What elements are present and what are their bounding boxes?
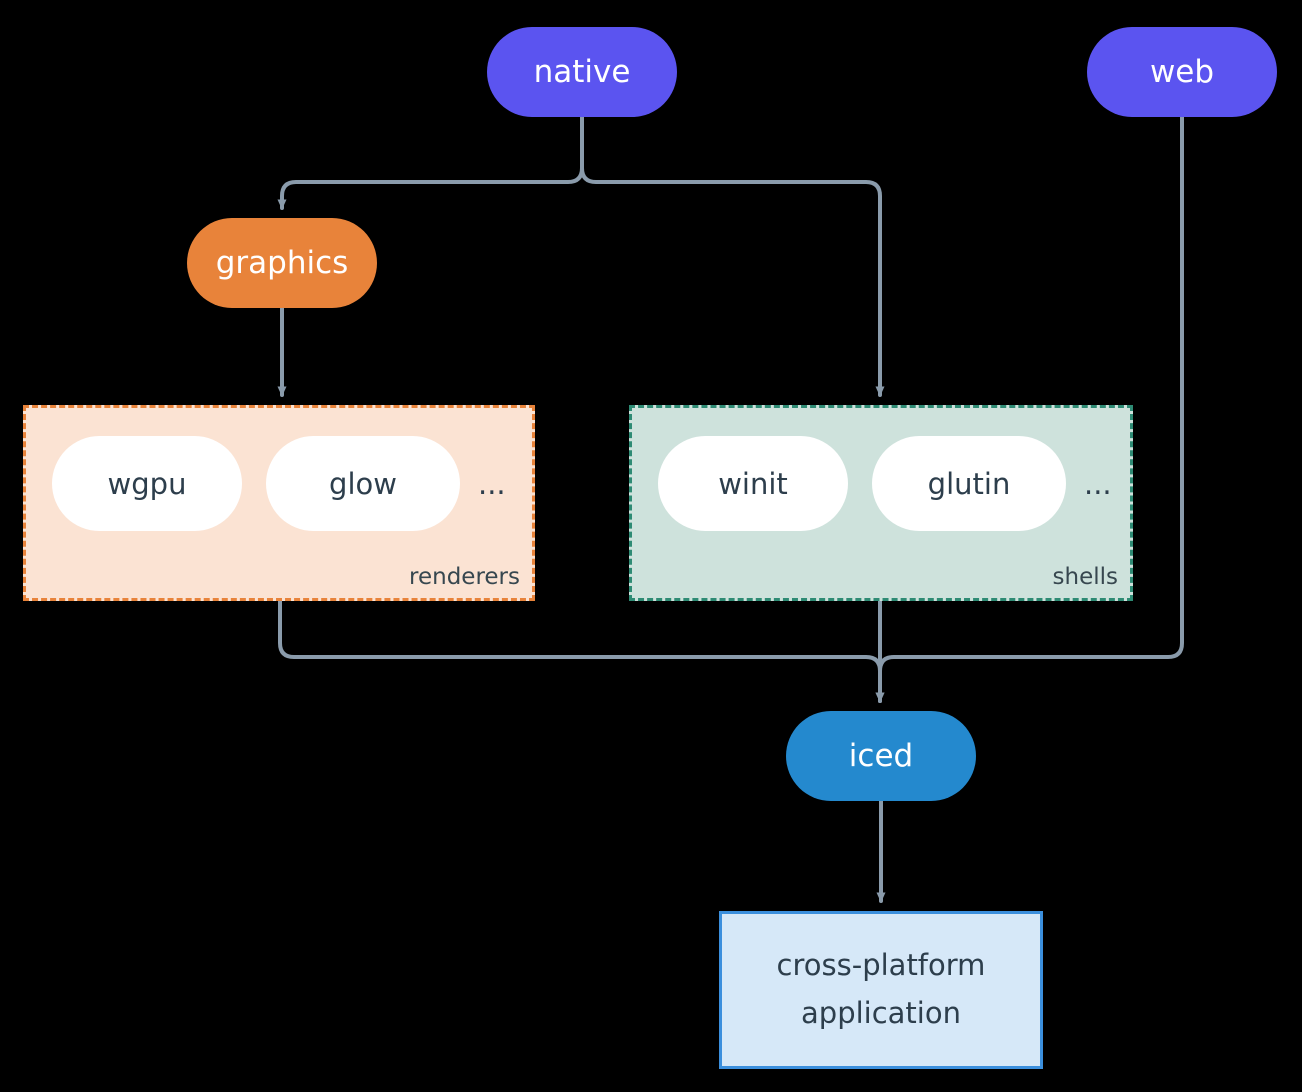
shell-item-glutin-label: glutin xyxy=(927,466,1011,501)
group-shells-label: shells xyxy=(1052,564,1118,590)
node-native[interactable]: native xyxy=(487,27,677,117)
shell-item-glutin[interactable]: glutin xyxy=(872,436,1066,531)
node-native-label: native xyxy=(533,53,631,90)
node-web-label: web xyxy=(1149,53,1215,90)
node-graphics[interactable]: graphics xyxy=(187,218,377,308)
edge-native-to-graphics xyxy=(277,115,584,210)
renderer-item-glow[interactable]: glow xyxy=(266,436,460,531)
renderer-item-glow-label: glow xyxy=(329,466,397,501)
node-cross-platform-application[interactable]: cross-platform application xyxy=(719,911,1043,1069)
group-shells: winit glutin ... shells xyxy=(629,405,1133,601)
application-label-line-2: application xyxy=(801,996,961,1030)
renderer-item-wgpu[interactable]: wgpu xyxy=(52,436,242,531)
shell-item-winit[interactable]: winit xyxy=(658,436,848,531)
renderers-ellipsis: ... xyxy=(478,466,506,501)
node-iced-label: iced xyxy=(848,737,914,774)
group-renderers-label: renderers xyxy=(409,564,520,590)
group-renderers: wgpu glow ... renderers xyxy=(23,405,535,601)
shells-ellipsis: ... xyxy=(1084,466,1112,501)
node-iced[interactable]: iced xyxy=(786,711,976,801)
node-graphics-label: graphics xyxy=(215,244,349,281)
renderer-item-wgpu-label: wgpu xyxy=(107,466,187,501)
shell-item-winit-label: winit xyxy=(718,466,788,501)
node-web[interactable]: web xyxy=(1087,27,1277,117)
edge-native-to-shells xyxy=(580,115,885,397)
edge-renderers-to-iced xyxy=(278,599,885,703)
application-label-line-1: cross-platform xyxy=(776,948,986,983)
